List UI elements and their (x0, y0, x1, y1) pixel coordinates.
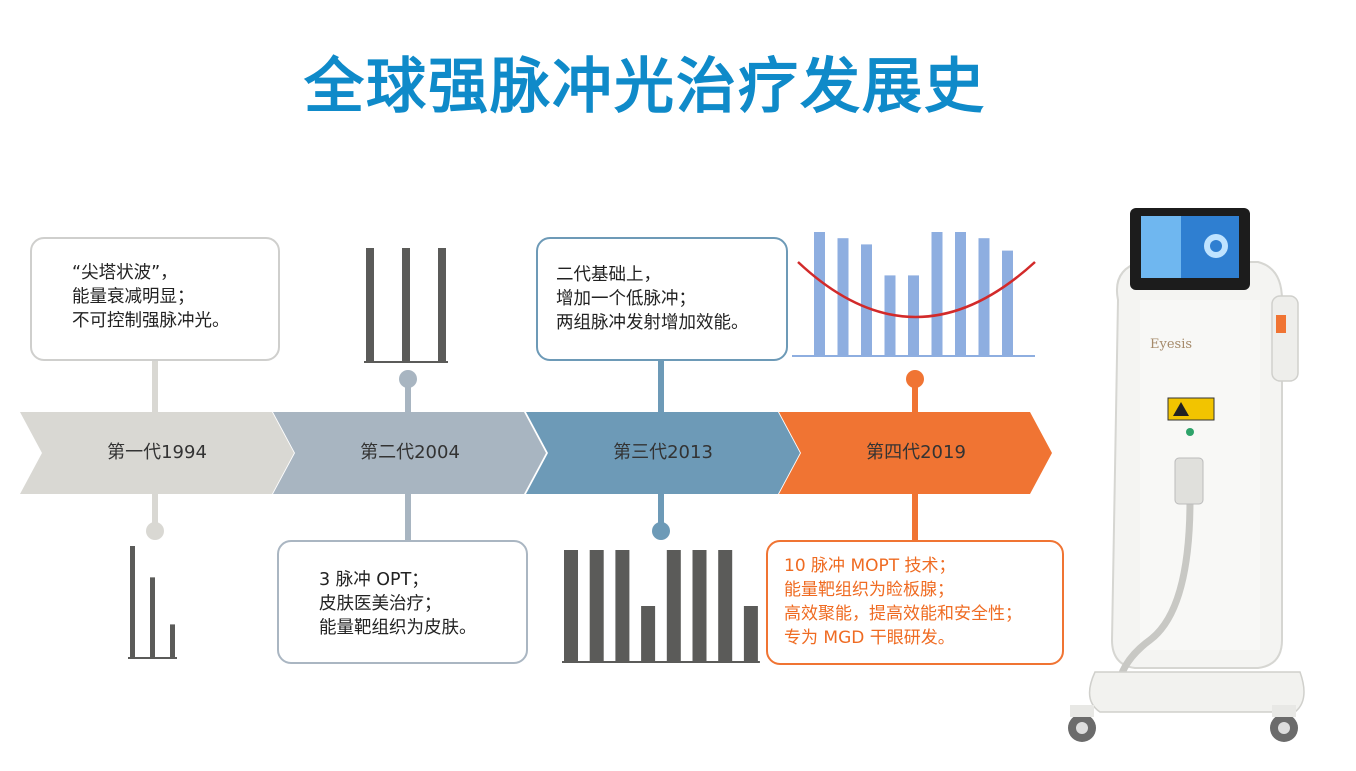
pulse-bar (955, 232, 966, 356)
stem-gen4 (912, 384, 918, 412)
pulse-bars-gen4 (792, 232, 1035, 357)
desc-line: 3 脉冲 OPT； (319, 570, 429, 590)
desc-line: 增加一个低脉冲； (556, 289, 696, 309)
pulse-bar (931, 232, 943, 356)
desc-line: 专为 MGD 干眼研发。 (784, 628, 955, 648)
label-gen4: 第四代2019 (866, 442, 966, 463)
stem-gen3 (658, 360, 664, 412)
arrow-gen2 (273, 412, 546, 494)
pulse-bar (692, 550, 707, 662)
label-gen1: 第一代1994 (107, 442, 207, 463)
stem-gen1 (152, 358, 158, 412)
desc-line: 10 脉冲 MOPT 技术； (784, 556, 956, 576)
arrow-gen1 (20, 412, 294, 494)
pulse-bar (402, 248, 410, 362)
desc-line: 能量衰减明显； (72, 287, 195, 307)
desc-line: 二代基础上， (556, 265, 661, 285)
stem-gen4-low (912, 494, 918, 542)
pulse-bars-gen3 (562, 550, 760, 663)
pulse-bar (564, 550, 578, 662)
pulse-bar (130, 546, 135, 658)
pulse-bar (438, 248, 446, 362)
label-gen3: 第三代2013 (613, 442, 713, 463)
pulse-bar (641, 606, 656, 662)
desc-line: 皮肤医美治疗； (319, 594, 442, 614)
pulse-bar (615, 550, 630, 662)
pulse-bar (150, 577, 155, 658)
desc-line: 高效聚能，提高效能和安全性； (784, 604, 1022, 624)
stem-gen3-low (658, 494, 664, 526)
desc-line: “尖塔状波”， (72, 263, 178, 283)
machine-brand: Eyesis (1150, 337, 1192, 352)
page-title: 全球强脉冲光治疗发展史 (304, 52, 986, 122)
desc-line: 两组脉冲发射增加效能。 (556, 313, 749, 333)
desc-box-gen3: 二代基础上， 增加一个低脉冲； 两组脉冲发射增加效能。 (536, 237, 788, 361)
pulse-bar (170, 624, 175, 658)
pulse-bars-gen2 (364, 248, 448, 363)
energy-curve (797, 261, 1036, 319)
stem-gen1-low (152, 494, 158, 526)
arrow-gen4 (779, 412, 1052, 494)
pulse-bar (718, 550, 733, 662)
desc-box-gen1: “尖塔状波”， 能量衰减明显； 不可控制强脉冲光。 (30, 237, 280, 361)
pulse-bars-gen1 (128, 546, 177, 659)
dot-gen3 (652, 522, 670, 540)
pulse-bar (978, 238, 990, 356)
dot-gen1 (146, 522, 164, 540)
pulse-bar (814, 232, 825, 356)
stem-gen2-low (405, 494, 411, 542)
ipl-machine-illustration: Eyesis (1068, 208, 1305, 742)
stem-gen2 (405, 384, 411, 412)
dot-gen2 (399, 370, 417, 388)
pulse-bar (666, 550, 681, 662)
label-gen2: 第二代2004 (360, 442, 460, 463)
dot-gen4 (906, 370, 924, 388)
desc-box-gen2: 3 脉冲 OPT； 皮肤医美治疗； 能量靶组织为皮肤。 (277, 540, 528, 664)
arrow-gen3 (526, 412, 800, 494)
desc-line: 能量靶组织为睑板腺； (784, 580, 954, 600)
pulse-bar (861, 244, 872, 356)
pulse-bar (743, 606, 758, 662)
desc-box-gen4: 10 脉冲 MOPT 技术； 能量靶组织为睑板腺； 高效聚能，提高效能和安全性；… (766, 540, 1064, 665)
pulse-bar (589, 550, 604, 662)
desc-line: 不可控制强脉冲光。 (72, 311, 230, 331)
pulse-bar (366, 248, 374, 362)
desc-line: 能量靶组织为皮肤。 (319, 618, 477, 638)
pulse-bar (1002, 250, 1013, 356)
